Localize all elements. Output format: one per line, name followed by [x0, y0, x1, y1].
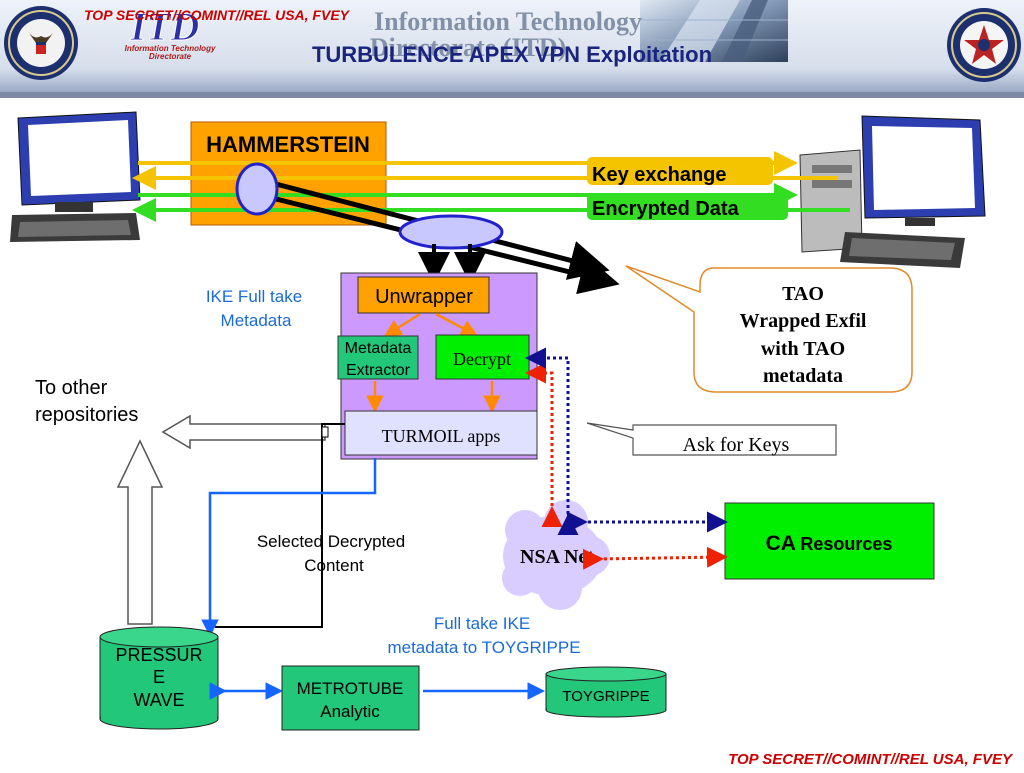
ike-full-take-line1: IKE Full take [206, 287, 302, 306]
banner-line-2: Directorate (ITD) [370, 33, 567, 62]
hammerstein-label: HAMMERSTEIN [206, 132, 370, 157]
pressure-wave-line2: E [153, 667, 165, 687]
building-image [640, 0, 788, 62]
metrotube-box [281, 665, 420, 731]
right-computer-icon [799, 115, 986, 268]
turmoil-connector [321, 426, 329, 438]
pressure-wave-cylinder [99, 626, 219, 730]
ike-full-take-line2: Metadata [221, 311, 292, 330]
encrypted-data-label: Encrypted Data [592, 198, 740, 220]
metadata-extractor-line2: Extractor [346, 362, 411, 379]
tao-callout-line2: Wrapped Exfil [740, 310, 867, 332]
turmoil-label: TURMOIL apps [382, 426, 501, 446]
classification-header: TOP SECRET//COMINT//REL USA, FVEY [84, 7, 351, 23]
tao-callout [625, 265, 913, 393]
hammerstein-box [190, 121, 387, 226]
nsanet-to-ca-red-link [582, 546, 728, 570]
turmoil-box [344, 410, 538, 456]
toygrippe-label: TOYGRIPPE [562, 688, 649, 705]
ca-resources-label: CA Resources [766, 532, 893, 555]
arrow-to-metadata [383, 312, 421, 337]
arrow-to-decrypt [435, 312, 479, 337]
encrypted-data-box [587, 193, 788, 220]
css-seal-icon [947, 8, 1021, 82]
decrypt-label: Decrypt [453, 349, 511, 369]
itd-logo-sub1: Information Technology [125, 44, 216, 53]
key-exchange-label: Key exchange [592, 164, 727, 186]
nsa-seal-icon [4, 6, 78, 80]
tao-callout-line3: with TAO [761, 338, 845, 360]
metrotube-line1: METROTUBE [297, 679, 404, 698]
selected-decrypted-line2: Content [304, 556, 364, 575]
itd-logo-sub2: Directorate [149, 52, 192, 61]
metadata-extractor-box [337, 335, 419, 380]
pressure-wave-line1: PRESSUR [115, 645, 202, 665]
unwrapper-label: Unwrapper [375, 286, 473, 308]
up-arrow-from-pressure-wave [116, 439, 164, 625]
header-banner: ITD Information Technology Directorate I… [0, 0, 1024, 98]
turmoil-to-pressure-wave-line [215, 423, 345, 628]
decrypt-to-nsanet-navy-link [525, 347, 579, 535]
ca-resources-prefix: CA [766, 532, 796, 555]
full-take-ike-line1: Full take IKE [434, 614, 530, 633]
to-other-repos-arrow [161, 414, 326, 450]
tao-callout-line1: TAO [782, 283, 824, 305]
full-take-ike-line2: metadata to TOYGRIPPE [387, 638, 580, 657]
pressure-wave-line3: WAVE [133, 690, 184, 710]
ask-for-keys-label: Ask for Keys [683, 434, 790, 456]
unwrapper-box [357, 276, 490, 314]
tap-ellipse-center [398, 214, 504, 250]
ca-resources-box [724, 502, 935, 580]
metrotube-line2: Analytic [320, 702, 380, 721]
nsa-net-label: NSA Net [520, 546, 594, 568]
tap-ellipse-left [235, 162, 279, 216]
metadata-extractor-line1: Metadata [345, 340, 412, 357]
to-other-repos-line2: repositories [35, 404, 138, 426]
ask-for-keys-callout [586, 422, 837, 456]
banner-line-1: Information Technology [374, 7, 642, 36]
selected-decrypted-line1: Selected Decrypted [257, 532, 405, 551]
selected-content-arrow [201, 458, 377, 637]
itd-logo-text: ITD [130, 4, 200, 49]
tao-callout-line4: metadata [763, 365, 843, 387]
key-exchange-box [587, 157, 773, 185]
ca-resources-suffix: Resources [800, 534, 892, 554]
itd-logo: ITD Information Technology Directorate [125, 4, 216, 62]
page-title: TURBULENCE APEX VPN Exploitation [312, 42, 712, 67]
to-other-repos-line1: To other [35, 377, 108, 399]
classification-footer: TOP SECRET//COMINT//REL USA, FVEY [728, 751, 1014, 768]
toygrippe-cylinder [545, 666, 667, 718]
left-computer-icon [10, 111, 141, 242]
